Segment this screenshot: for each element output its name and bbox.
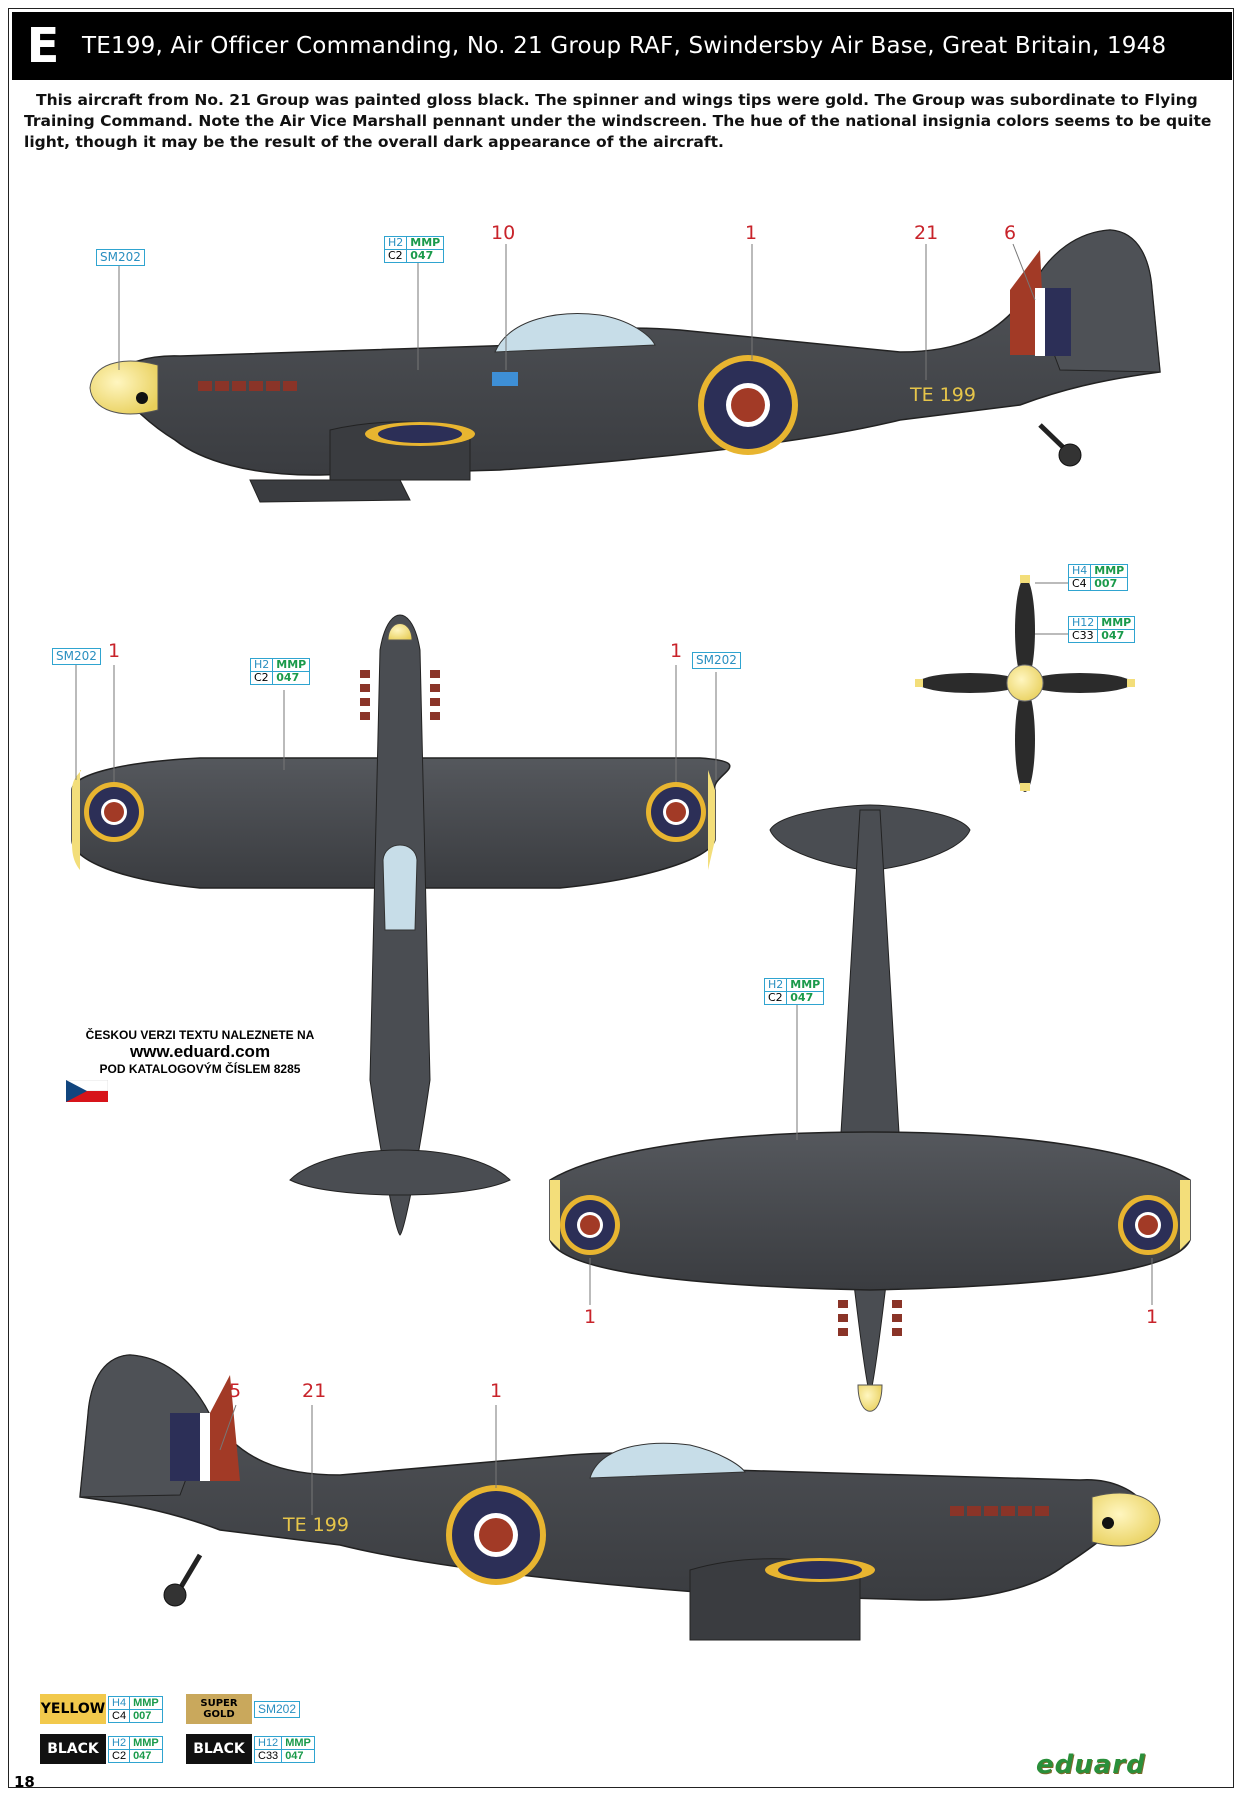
left-side-view: TE 199 [89, 229, 1161, 503]
avm-pennant [492, 372, 518, 386]
page-frame [8, 8, 1234, 1788]
wing-bottom [549, 1131, 1191, 1291]
roundel-right-side [446, 1485, 546, 1585]
tailwheel-left [1038, 423, 1082, 467]
marker-6: 6 [1004, 222, 1017, 244]
marker-1-side: 1 [745, 222, 758, 244]
callout-sm202-spinner: SM202 [96, 249, 145, 266]
radiator-left [249, 479, 411, 503]
propeller-front [915, 575, 1135, 792]
scheme-title: TE199, Air Officer Commanding, No. 21 Gr… [82, 33, 1167, 59]
canopy-top [382, 844, 418, 931]
roundel-top-right [646, 782, 706, 842]
canopy-left [494, 313, 656, 353]
eduard-logo: eduard [1036, 1750, 1146, 1780]
serial-left: TE 199 [909, 384, 976, 406]
spinner-left [89, 360, 159, 415]
wingtip-top-left [72, 770, 82, 870]
scheme-letter: E [12, 12, 74, 80]
canopy-right [589, 1442, 746, 1479]
serial-right: TE 199 [282, 1514, 349, 1536]
wingtip-top-right [708, 770, 715, 870]
marker-21-side: 21 [914, 222, 939, 244]
right-side-view: TE 199 [79, 1354, 1161, 1641]
roundel-left-side [698, 355, 798, 455]
marker-1-right: 1 [490, 1380, 503, 1402]
tailwheel-right [163, 1553, 203, 1607]
swatch-black-1: BLACK [40, 1734, 106, 1764]
marker-1-top-left: 1 [108, 640, 121, 662]
fin-flash-white-right [200, 1413, 210, 1481]
fin-flash-blue-right [170, 1413, 200, 1481]
roundel-bottom-right [1118, 1195, 1178, 1255]
marker-1-top-right: 1 [670, 640, 683, 662]
exhaust-top [360, 670, 440, 720]
exhaust-left [198, 381, 297, 391]
fuselage-left-side [109, 229, 1161, 476]
roundel-top-left [84, 782, 144, 842]
swatch-super-gold: SUPER GOLD [186, 1694, 252, 1724]
swatch-black-2: BLACK [186, 1734, 252, 1764]
exhaust-right [950, 1506, 1049, 1516]
scheme-description: This aircraft from No. 21 Group was pain… [24, 91, 1212, 151]
spinner-top [387, 623, 413, 641]
bottom-view [549, 804, 1191, 1412]
tailplane-top [289, 1149, 511, 1196]
callout-sm202-top-right: SM202 [692, 652, 741, 669]
marker-5: 5 [229, 1380, 242, 1402]
fin-flash-white [1035, 288, 1045, 356]
fuselage-bottom [839, 809, 901, 1397]
callout-sm202-top-left: SM202 [52, 648, 101, 665]
roundel-bottom-left [560, 1195, 620, 1255]
spinner-right [1091, 1492, 1161, 1547]
czech-note: ČESKOU VERZI TEXTU NALEZNETE NA www.edua… [85, 1028, 315, 1076]
marker-1-bottom-right: 1 [1146, 1306, 1159, 1328]
spinner-bottom [857, 1384, 883, 1412]
fin-flash-blue [1045, 288, 1071, 356]
czech-flag-icon [66, 1080, 108, 1102]
legend-super-gold: SUPER GOLD SM202 [186, 1694, 301, 1724]
page-number: 18 [14, 1773, 35, 1791]
marker-1-bottom-left: 1 [584, 1306, 597, 1328]
top-view [71, 614, 731, 1236]
page-header: E TE199, Air Officer Commanding, No. 21 … [12, 12, 1232, 80]
leader-lines [75, 243, 1153, 1515]
marker-10: 10 [491, 222, 516, 244]
swatch-yellow: YELLOW [40, 1694, 106, 1724]
fin-flash-red-right [210, 1375, 240, 1481]
marker-21-right: 21 [302, 1380, 327, 1402]
exhaust-bottom [838, 1300, 902, 1336]
